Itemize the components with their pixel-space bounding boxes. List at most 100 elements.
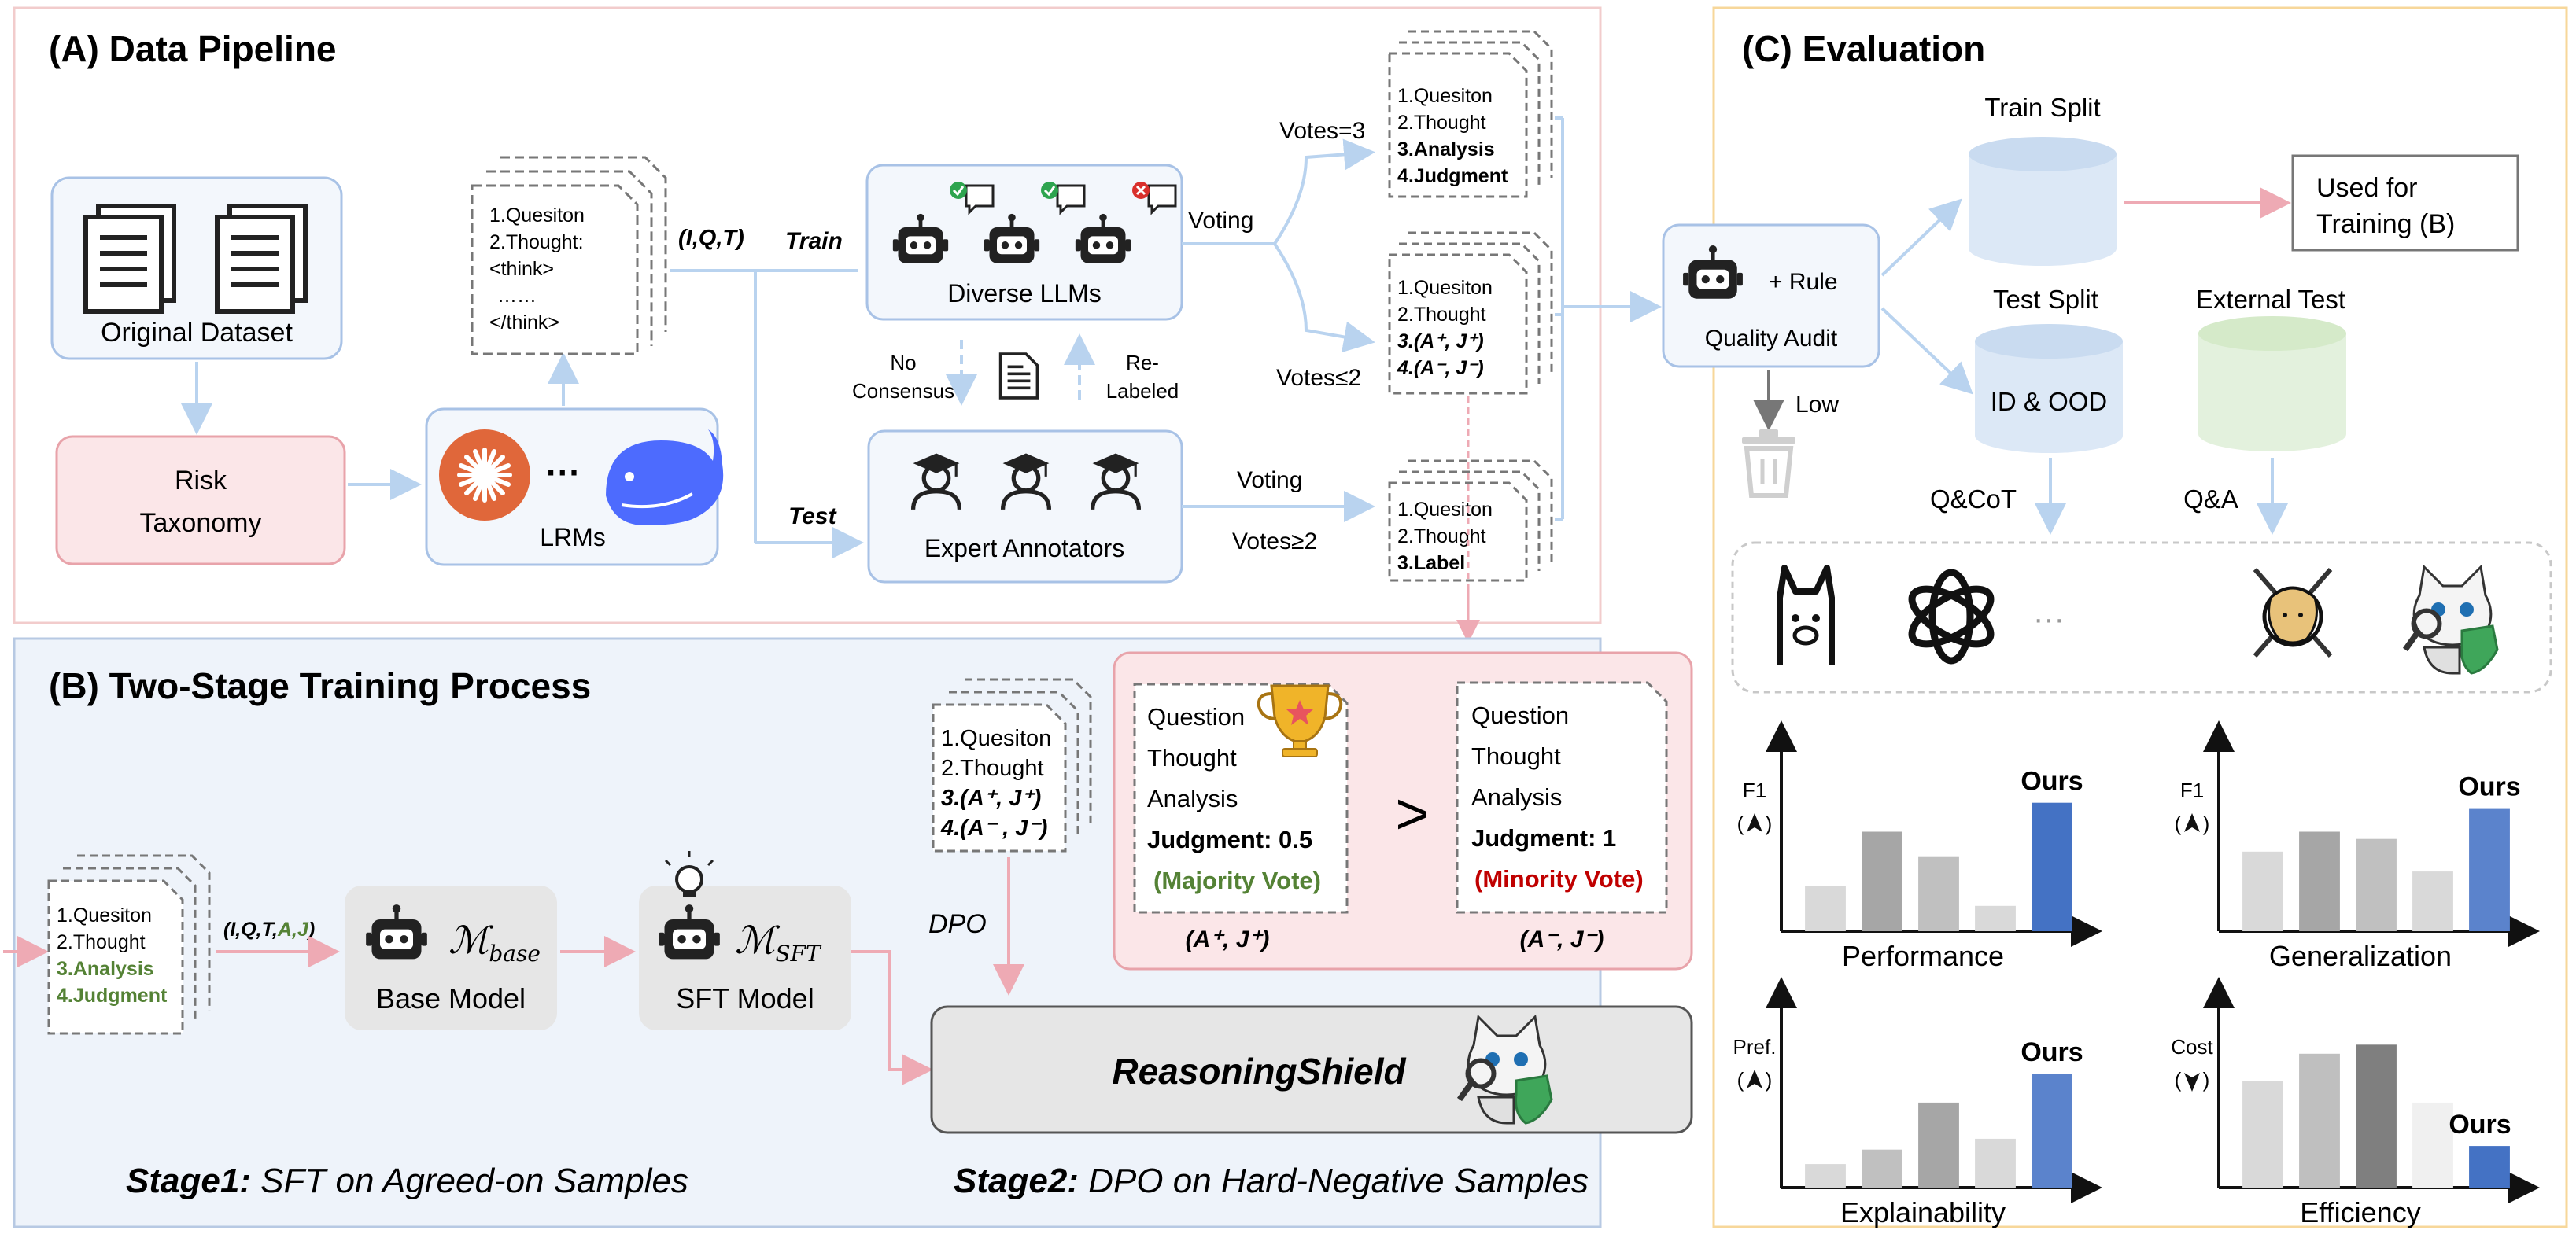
doc-line: 3.Label — [1397, 552, 1465, 574]
id-ood-label: ID & OOD — [1991, 387, 2108, 416]
chart-y-paren-open: ( — [2175, 812, 2182, 835]
used-for-line1: Used for — [2316, 173, 2418, 203]
stage1-caption: Stage1: SFT on Agreed-on Samples — [126, 1162, 688, 1200]
up-arrow-icon — [1747, 1070, 1762, 1088]
stage2-caption: Stage2: DPO on Hard-Negative Samples — [954, 1162, 1589, 1200]
doc-line: <think> — [489, 258, 554, 280]
train-split-db-icon — [1969, 137, 2117, 266]
chart-bar — [2412, 1102, 2453, 1188]
chart-y-paren-close: ) — [1766, 1068, 1773, 1092]
chart-bar — [2032, 1074, 2072, 1188]
doc-line: 1.Quesiton — [489, 204, 585, 227]
chart-y-paren-open: ( — [1737, 812, 1744, 835]
baseline-models-strip: ··· — [1731, 541, 2552, 694]
doc-line: 2.Thought: — [489, 231, 584, 253]
original-dataset-box: Original Dataset — [50, 176, 343, 360]
doc-votes-eq3: 1.Quesiton 2.Thought 3.Analysis 4.Judgme… — [1388, 30, 1553, 198]
chart-y-paren-close: ) — [1766, 812, 1773, 835]
chart-bar — [2299, 831, 2340, 931]
up-arrow-icon — [1747, 813, 1762, 832]
risk-taxonomy-box: Risk Taxonomy — [55, 435, 346, 565]
lion-shield-icon — [2253, 568, 2333, 658]
votes-ge2-label: Votes≥2 — [1232, 529, 1317, 554]
doc-line: …… — [497, 285, 537, 307]
openai-logo-icon — [1908, 569, 1995, 665]
quality-audit-box: + Rule Quality Audit — [1662, 223, 1880, 368]
doc-line: 2.Thought — [57, 931, 146, 953]
expert-annotators-label: Expert Annotators — [924, 534, 1124, 562]
panel-a-title: (A) Data Pipeline — [49, 28, 337, 69]
chart-x-label: Explainability — [1840, 1196, 2006, 1228]
chart-bar — [2242, 851, 2283, 931]
stage1-rest: SFT on Agreed-on Samples — [251, 1162, 688, 1200]
chart-bar — [1975, 905, 2016, 931]
chart-bar — [1862, 1149, 1902, 1188]
panel-a: (A) Data Pipeline Original Dataset — [13, 6, 1662, 643]
chart-bar — [1862, 831, 1902, 931]
train-label: Train — [785, 228, 843, 254]
voting-expert-label: Voting — [1237, 467, 1302, 493]
llama-icon — [1777, 565, 1835, 665]
panel-c-title: (C) Evaluation — [1742, 28, 1985, 69]
chosen-pair-label: (A⁺, J⁺) — [1186, 926, 1270, 952]
chart-bar — [2412, 871, 2453, 931]
doc-line: 2.Thought — [1397, 112, 1486, 134]
chart-bar — [2356, 1044, 2397, 1188]
evaluation-charts: OursPerformanceF1()OursGeneralizationF1(… — [1733, 720, 2540, 1228]
whale-logo-icon — [606, 429, 724, 525]
doc-line: 3.(A⁺, J⁺) — [941, 786, 1041, 811]
chart-ours-label: Ours — [2021, 767, 2083, 797]
lrms-label: LRMs — [540, 523, 606, 551]
lrm-ellipsis: ··· — [546, 454, 581, 492]
no-consensus-line1: No — [890, 351, 916, 374]
risk-taxonomy-line2: Taxonomy — [140, 508, 262, 538]
iqtaj-suffix: ) — [306, 919, 315, 941]
risk-taxonomy-line1: Risk — [175, 466, 227, 495]
lightbulb-icon — [664, 851, 714, 897]
test-label: Test — [788, 503, 838, 529]
chart-x-label: Performance — [1842, 940, 2004, 972]
test-split-label: Test Split — [1993, 285, 2098, 314]
doc-line: Analysis — [1471, 783, 1562, 811]
relabeled-line2: Labeled — [1106, 379, 1179, 403]
doc-line: 2.Thought — [1397, 304, 1486, 326]
diverse-llms-box: Diverse LLMs — [865, 164, 1183, 321]
chart-bar — [1918, 1102, 1959, 1188]
stage1-bold: Stage1: — [126, 1162, 251, 1200]
doc-line: 4.Judgment — [57, 985, 168, 1007]
greater-than-symbol: > — [1395, 781, 1429, 846]
chart-bar — [2356, 838, 2397, 931]
chart-bar — [2242, 1081, 2283, 1188]
chart-bar — [2032, 802, 2072, 931]
up-arrow-icon — [2184, 813, 2200, 832]
chart-ours-label: Ours — [2449, 1110, 2511, 1140]
low-label: Low — [1795, 392, 1839, 418]
chart-y-label: Pref. — [1733, 1035, 1777, 1059]
doc-line: 1.Quesiton — [57, 904, 152, 926]
document-icon — [998, 352, 1039, 400]
iqt-label: (I,Q,T) — [678, 226, 744, 251]
model-ellipsis: ··· — [2033, 602, 2065, 636]
expert-annotators-box: Expert Annotators — [867, 429, 1183, 584]
chart-bar — [1805, 886, 1846, 931]
iqtaj-label: (I,Q,T,A,J) — [223, 919, 315, 941]
document-stack-icon — [83, 204, 308, 314]
m-sft-subscript: SFT — [775, 941, 822, 967]
doc-line: Thought — [1147, 744, 1237, 772]
rule-label: + Rule — [1769, 269, 1838, 295]
chart-y-paren-close: ) — [2203, 1068, 2210, 1092]
voting-llm-label: Voting — [1188, 208, 1253, 234]
doc-line: 3.Analysis — [57, 958, 154, 980]
reject-badge-icon — [1132, 182, 1177, 215]
doc-votes-le2: 1.Quesiton 2.Thought 3.(A⁺, J⁺) 4.(A⁻, J… — [1388, 231, 1553, 395]
used-for-line2: Training (B) — [2316, 209, 2455, 239]
reasoning-shield-label: ReasoningShield — [1112, 1051, 1406, 1092]
dpo-input-doc: 1.Quesiton 2.Thought 3.(A⁺, J⁺) 4.(A⁻ , … — [932, 678, 1092, 853]
chart-x-label: Efficiency — [2300, 1196, 2420, 1228]
preference-pair-box: Question Thought Analysis Judgment: 0.5 … — [1113, 651, 1693, 971]
used-for-training-box: Used for Training (B) — [2291, 154, 2519, 252]
chart-bar — [1805, 1164, 1846, 1188]
doc-line: </think> — [489, 311, 559, 333]
base-model-label: Base Model — [376, 982, 526, 1015]
